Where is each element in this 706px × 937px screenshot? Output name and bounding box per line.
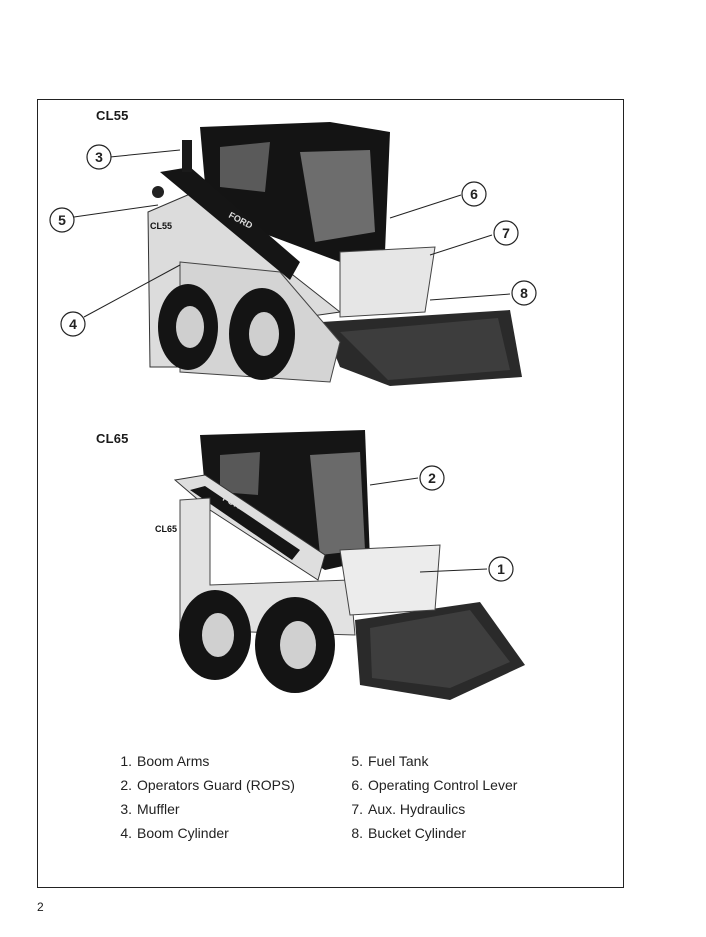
cl65-loader-photo: CL65 FORD bbox=[155, 430, 525, 700]
callout-7: 7 bbox=[493, 220, 519, 246]
legend-item: 3.Muffler bbox=[120, 801, 180, 817]
cl65-decal: CL65 bbox=[155, 524, 177, 534]
legend-item: 8.Bucket Cylinder bbox=[351, 825, 467, 841]
callout-6: 6 bbox=[461, 181, 487, 207]
callout-4: 4 bbox=[60, 311, 86, 337]
svg-text:4: 4 bbox=[69, 316, 77, 332]
callout-2: 2 bbox=[419, 465, 445, 491]
svg-text:2: 2 bbox=[428, 470, 436, 486]
svg-text:8: 8 bbox=[520, 285, 528, 301]
legend-item: 2.Operators Guard (ROPS) bbox=[120, 777, 295, 793]
callout-3: 3 bbox=[86, 144, 112, 170]
legend-item: 1.Boom Arms bbox=[120, 753, 210, 769]
legend-left-column: 1.Boom Arms 2.Operators Guard (ROPS) 3.M… bbox=[114, 749, 295, 845]
legend-item: 5.Fuel Tank bbox=[351, 753, 429, 769]
svg-text:1: 1 bbox=[497, 561, 505, 577]
svg-text:7: 7 bbox=[502, 225, 510, 241]
legend-item: 6.Operating Control Lever bbox=[351, 777, 518, 793]
cl65-callout-lines bbox=[369, 477, 488, 573]
page-number: 2 bbox=[37, 900, 44, 914]
legend-right-column: 5.Fuel Tank 6.Operating Control Lever 7.… bbox=[345, 749, 517, 845]
callout-5: 5 bbox=[49, 207, 75, 233]
figure-frame bbox=[37, 99, 624, 888]
cl55-callout-lines bbox=[73, 149, 511, 318]
callout-8: 8 bbox=[511, 280, 537, 306]
svg-text:5: 5 bbox=[58, 212, 66, 228]
legend-item: 7.Aux. Hydraulics bbox=[351, 801, 466, 817]
callout-1: 1 bbox=[488, 556, 514, 582]
svg-text:6: 6 bbox=[470, 186, 478, 202]
model-label-cl65: CL65 bbox=[96, 431, 129, 446]
model-label-cl55: CL55 bbox=[96, 108, 129, 123]
svg-text:3: 3 bbox=[95, 149, 103, 165]
cl55-loader-photo: CL55 FORD bbox=[147, 122, 522, 386]
cl55-decal: CL55 bbox=[150, 221, 172, 231]
legend-item: 4.Boom Cylinder bbox=[120, 825, 229, 841]
